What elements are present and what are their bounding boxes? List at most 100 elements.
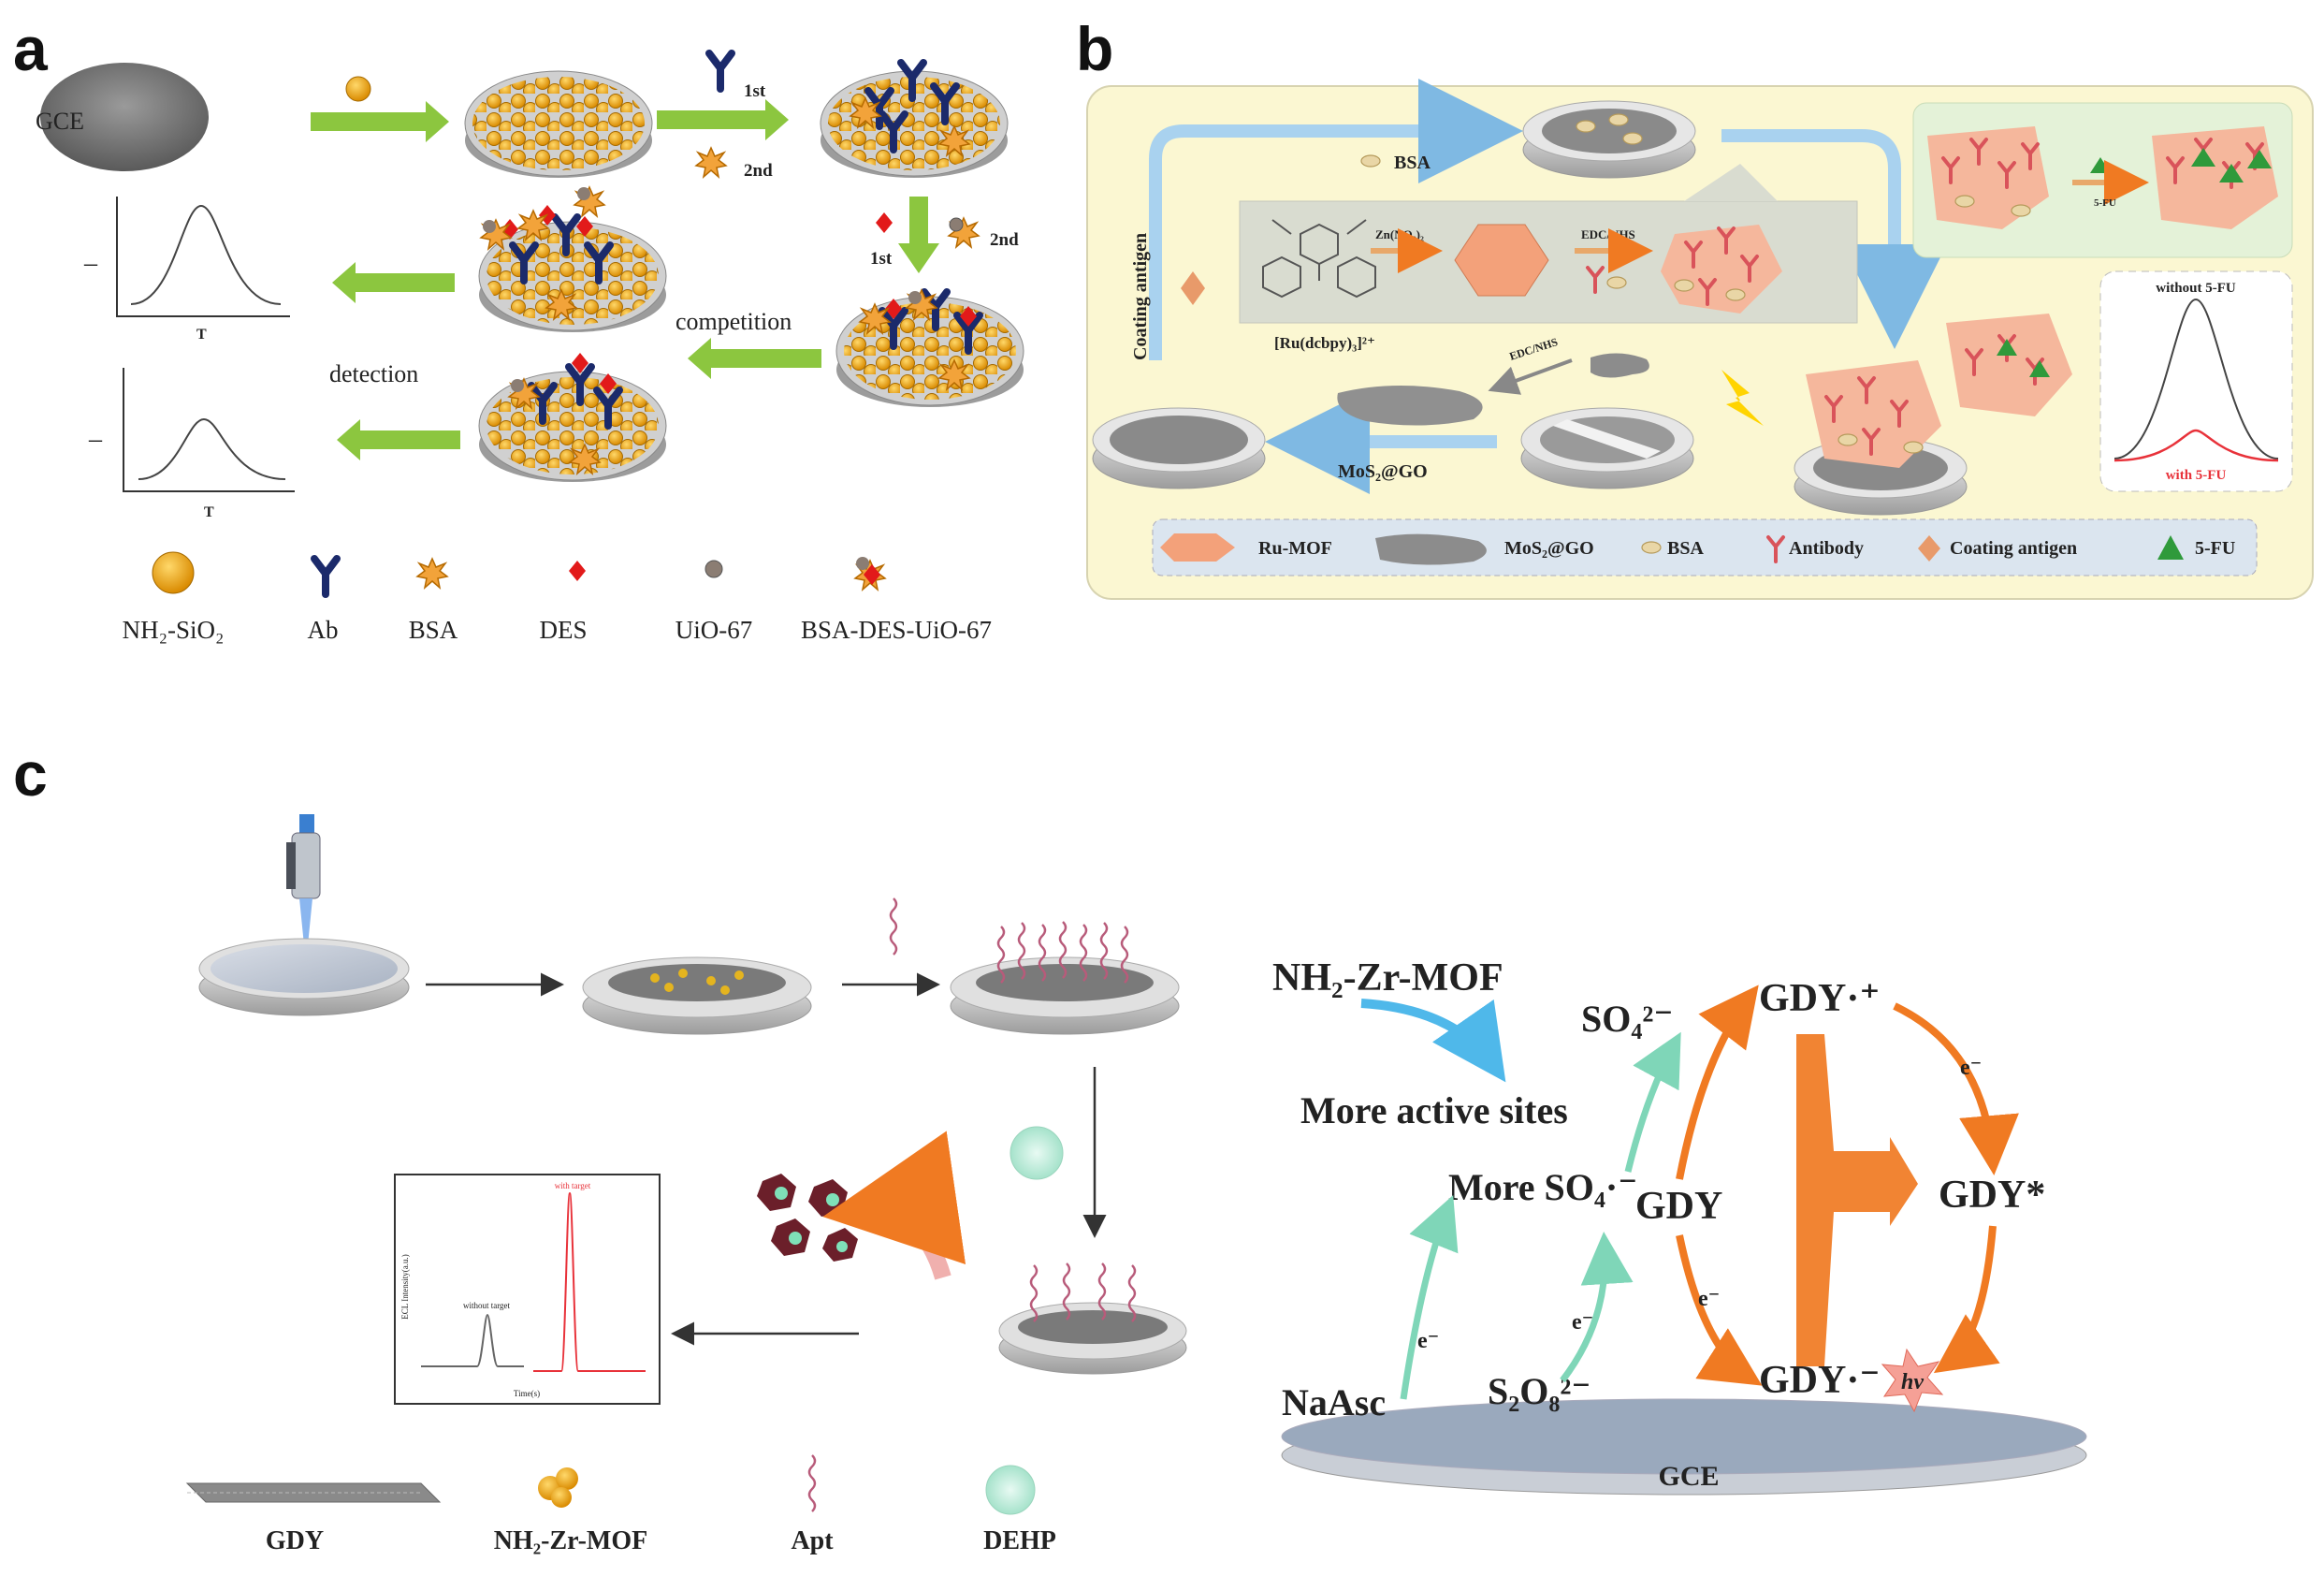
antibody-icon (709, 53, 732, 89)
gce-label: GCE (36, 108, 84, 135)
legend-sio2-label: NH₂-SiO₂ (123, 616, 225, 644)
legend-mos2-icon (1375, 533, 1487, 565)
with-5fu-label: with 5-FU (2166, 468, 2227, 483)
plot-top-ytick: – (83, 249, 98, 278)
mech-zrmof: NH₂-Zr-MOF (1272, 956, 1503, 1000)
legend-sio2-icon (152, 551, 195, 594)
electrode-competition (835, 290, 1024, 407)
plot-bottom-xlabel: T (204, 504, 214, 520)
legend-coating-antigen-icon (1918, 535, 1940, 562)
legend-des-label: DES (539, 616, 587, 644)
ecl-mechanism: GCE NH₂-Zr-MOF More active sites SO₄²⁻ M… (1272, 956, 2087, 1496)
legend-ru-mof-label: Ru-MOF (1258, 538, 1332, 559)
plot-bottom: – T (88, 368, 295, 520)
mos2-label: MoS₂@GO (1338, 461, 1428, 482)
panel-c: c (13, 739, 2087, 1555)
legend-bsa-b-label: BSA (1667, 538, 1704, 559)
legend-uio-label: UiO-67 (675, 616, 753, 644)
legend-dehp-icon (985, 1465, 1036, 1515)
mech-gdy: GDY (1635, 1185, 1722, 1228)
fu-inset: 5-FU (1912, 102, 2293, 258)
legend-antibody-label: Antibody (1789, 538, 1864, 559)
without-5fu-curve (2113, 298, 2279, 460)
nh2-sio2-icon (345, 76, 371, 102)
orange-arrow-reduction (1676, 1234, 1763, 1386)
panel-b-label: b (1076, 14, 1113, 83)
with-target-label: with target (555, 1181, 591, 1190)
synthesis-inset: Zn(NO₃)₂ EDC/NHS [Ru(dcbpy)₃]²⁺ (1239, 164, 1858, 352)
legend-zrmof-label: NH₂-Zr-MOF (494, 1526, 647, 1555)
electrode-gce-b (1520, 407, 1694, 489)
legend-b: Ru-MOF MoS₂@GO BSA Antibody Coating anti… (1152, 518, 2258, 576)
orange-arrow-emit (1933, 1225, 2000, 1374)
legend-uio-icon (704, 560, 723, 578)
legend-bsa-label: BSA (409, 616, 458, 644)
orange-arrow-oxidation (1676, 985, 1759, 1180)
gce-electrode (40, 63, 209, 171)
mech-naasc: NaAsc (1282, 1381, 1386, 1423)
legend-5fu-icon (2157, 535, 2184, 560)
panel-c-label: c (13, 739, 48, 809)
apt-icon-arrow (889, 897, 898, 956)
mech-more-so4: More SO₄·⁻ (1448, 1166, 1637, 1208)
legend-des-icon (569, 561, 586, 581)
mos2-flake (1337, 385, 1483, 426)
plot-top-xlabel: T (196, 327, 207, 343)
electrode-detection (478, 353, 667, 482)
electrode-bsa (1522, 100, 1696, 179)
label-2nd: 2nd (744, 161, 773, 181)
electrode-antibody (820, 63, 1009, 178)
electrode-apt (950, 920, 1180, 1035)
lightning-icon (1721, 370, 1764, 426)
arrow-to-plot-bottom (337, 419, 460, 460)
legend-ab-icon (314, 559, 337, 594)
ru-molecule-icon (1262, 219, 1376, 299)
bsa-icon (695, 147, 727, 178)
legend-ru-mof-icon (1160, 533, 1235, 562)
mof-complex (757, 1131, 966, 1280)
mech-e3: e⁻ (1698, 1287, 1720, 1311)
arrow-step-3: 1st 2nd (870, 197, 1019, 273)
legend-apt-icon (807, 1453, 817, 1513)
electrode-sio2 (464, 70, 653, 178)
legend-5fu-label: 5-FU (2195, 538, 2235, 559)
electrode-mos2 (1092, 407, 1266, 489)
electrode-gdy-mof (582, 956, 812, 1035)
zn-label: Zn(NO₃)₂ (1375, 227, 1424, 241)
mech-e4: e⁻ (1960, 1056, 1982, 1080)
ecl-inset: without 5-FU with 5-FU (2099, 270, 2293, 492)
teal-arrow-naasc (1400, 1195, 1459, 1400)
pipette-icon (286, 814, 321, 945)
mech-hv: hv (1901, 1370, 1924, 1394)
teal-arrow-so4 (1624, 1031, 1681, 1173)
ru-mof-hexagon (1454, 224, 1549, 297)
teal-arrow-s2o8 (1560, 1232, 1634, 1383)
with-target-curve (533, 1191, 646, 1372)
electrode-bare-c (198, 938, 410, 1016)
mos2-flake-small (1590, 353, 1649, 378)
mech-gdy-plus: GDY·⁺ (1759, 977, 1881, 1020)
label-1st: 1st (744, 81, 766, 101)
legend-bsa-icon (416, 558, 448, 589)
arrow-to-plot-top (332, 262, 455, 303)
coating-antigen-label: Coating antigen (1130, 233, 1151, 360)
orange-arrow-excite (1893, 1002, 2019, 1175)
legend-ab-label: Ab (308, 616, 339, 644)
without-target-curve (421, 1313, 524, 1367)
coating-antigen-icon (1181, 271, 1205, 305)
legend-zrmof-icon (538, 1467, 578, 1508)
legend-c: GDY NH₂-Zr-MOF Apt DEHP (185, 1453, 1056, 1555)
arrow-step-2: 1st 2nd (657, 53, 789, 181)
legend-coating-antigen-label: Coating antigen (1950, 538, 2077, 559)
mech-s2o8: S₂O₈²⁻ (1488, 1370, 1590, 1412)
arrow-competition: competition (675, 308, 821, 379)
without-5fu-label: without 5-FU (2156, 281, 2236, 296)
mech-e1: e⁻ (1417, 1329, 1439, 1353)
plot-c-xlabel: Time(s) (514, 1389, 540, 1398)
blue-arrow-top-left (1149, 79, 1523, 360)
arrow-step-1 (311, 76, 449, 142)
edc-label-1: EDC/NHS (1581, 227, 1635, 241)
ecl-plot-c: with target without target Time(s) ECL I… (394, 1174, 661, 1405)
mech-so4: SO₄²⁻ (1581, 998, 1673, 1040)
